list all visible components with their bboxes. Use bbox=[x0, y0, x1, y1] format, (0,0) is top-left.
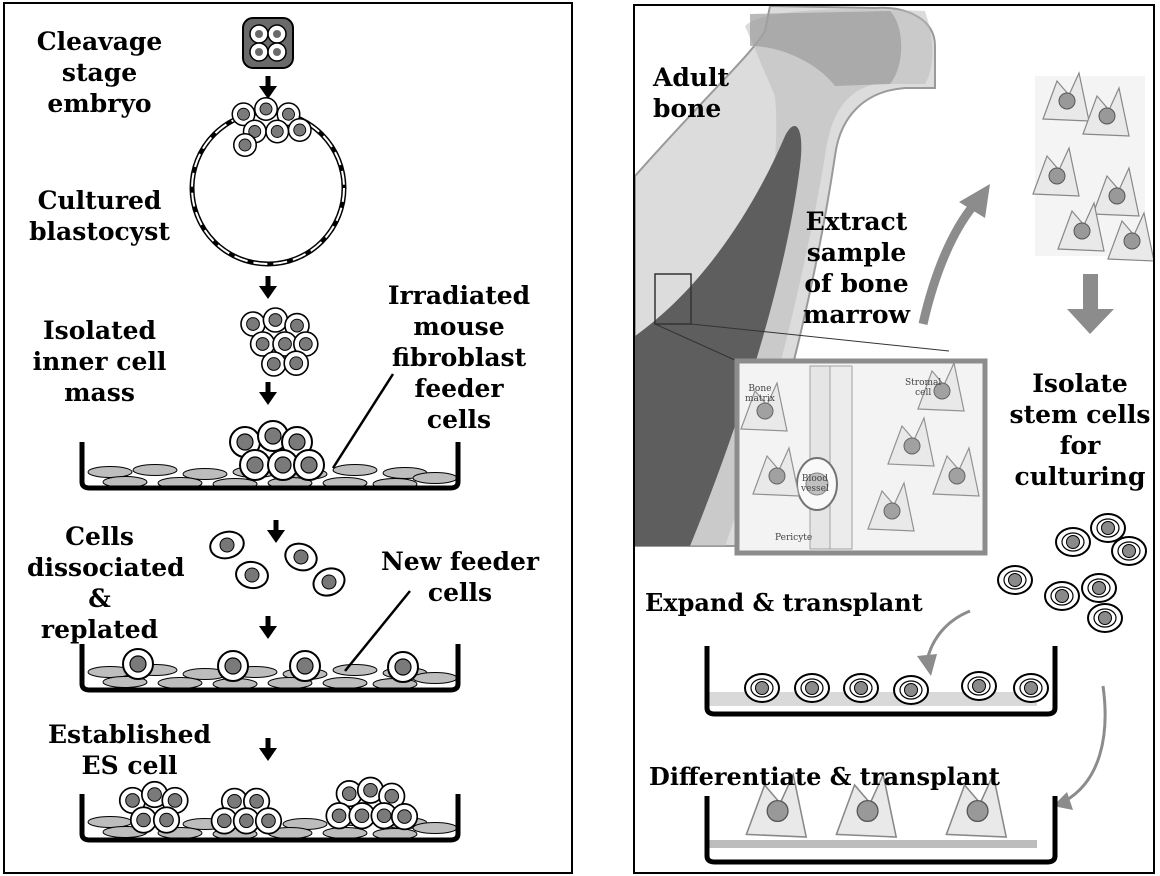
expand-arrowhead bbox=[917, 654, 937, 676]
feeder-cells-label: Irradiated mouse fibroblast feeder cells bbox=[344, 280, 573, 435]
differentiate-transplant-label: Differentiate & transplant bbox=[649, 761, 1000, 792]
cleavage-embryo-label: Cleavage stage embryo bbox=[27, 26, 172, 119]
arrow-down-5 bbox=[259, 616, 277, 639]
adult-bone-label: Adult bone bbox=[653, 62, 729, 124]
blastocyst-label: Cultured blastocyst bbox=[27, 185, 172, 247]
isolate-stem-cells-label: Isolate stem cells for culturing bbox=[1005, 368, 1155, 492]
established-es-label: Established ES cell bbox=[27, 719, 232, 781]
marrow-cell-culture bbox=[1033, 73, 1154, 261]
blood-vessel-label: Blood vessel bbox=[801, 474, 829, 494]
arrow-down-3 bbox=[259, 382, 277, 405]
arrow-down-1 bbox=[259, 76, 277, 99]
pericyte-label: Pericyte bbox=[775, 533, 812, 543]
arrow-down-2 bbox=[259, 276, 277, 299]
new-feeder-label: New feeder cells bbox=[365, 546, 555, 608]
isolated-stem-cells bbox=[998, 514, 1146, 632]
expanded-cells-dish bbox=[707, 646, 1055, 714]
culture-dish-2 bbox=[82, 644, 458, 690]
culture-dish-3 bbox=[82, 778, 458, 841]
inner-cell-mass-label: Isolated inner cell mass bbox=[27, 315, 172, 408]
isolate-arrow bbox=[1067, 274, 1114, 334]
blastocyst bbox=[192, 98, 344, 264]
differentiate-arrow bbox=[1065, 686, 1105, 801]
expand-arrow bbox=[927, 611, 970, 661]
es-cell-panel: Cleavage stage embryo Cultured blastocys… bbox=[3, 2, 573, 874]
cleavage-embryo bbox=[243, 18, 293, 68]
arrow-down-6 bbox=[259, 738, 277, 761]
dissociated-label: Cells dissociated & replated bbox=[27, 521, 172, 645]
adult-stem-cell-panel: Adult bone Extract sample of bone marrow… bbox=[633, 4, 1155, 874]
expand-transplant-label: Expand & transplant bbox=[645, 587, 923, 618]
inner-cell-mass bbox=[241, 308, 318, 376]
arrow-down-4 bbox=[267, 520, 285, 543]
bone-matrix-label: Bone matrix bbox=[745, 384, 775, 404]
stromal-cell-label: Stromal cell bbox=[905, 378, 941, 398]
extract-sample-label: Extract sample of bone marrow bbox=[779, 206, 934, 330]
